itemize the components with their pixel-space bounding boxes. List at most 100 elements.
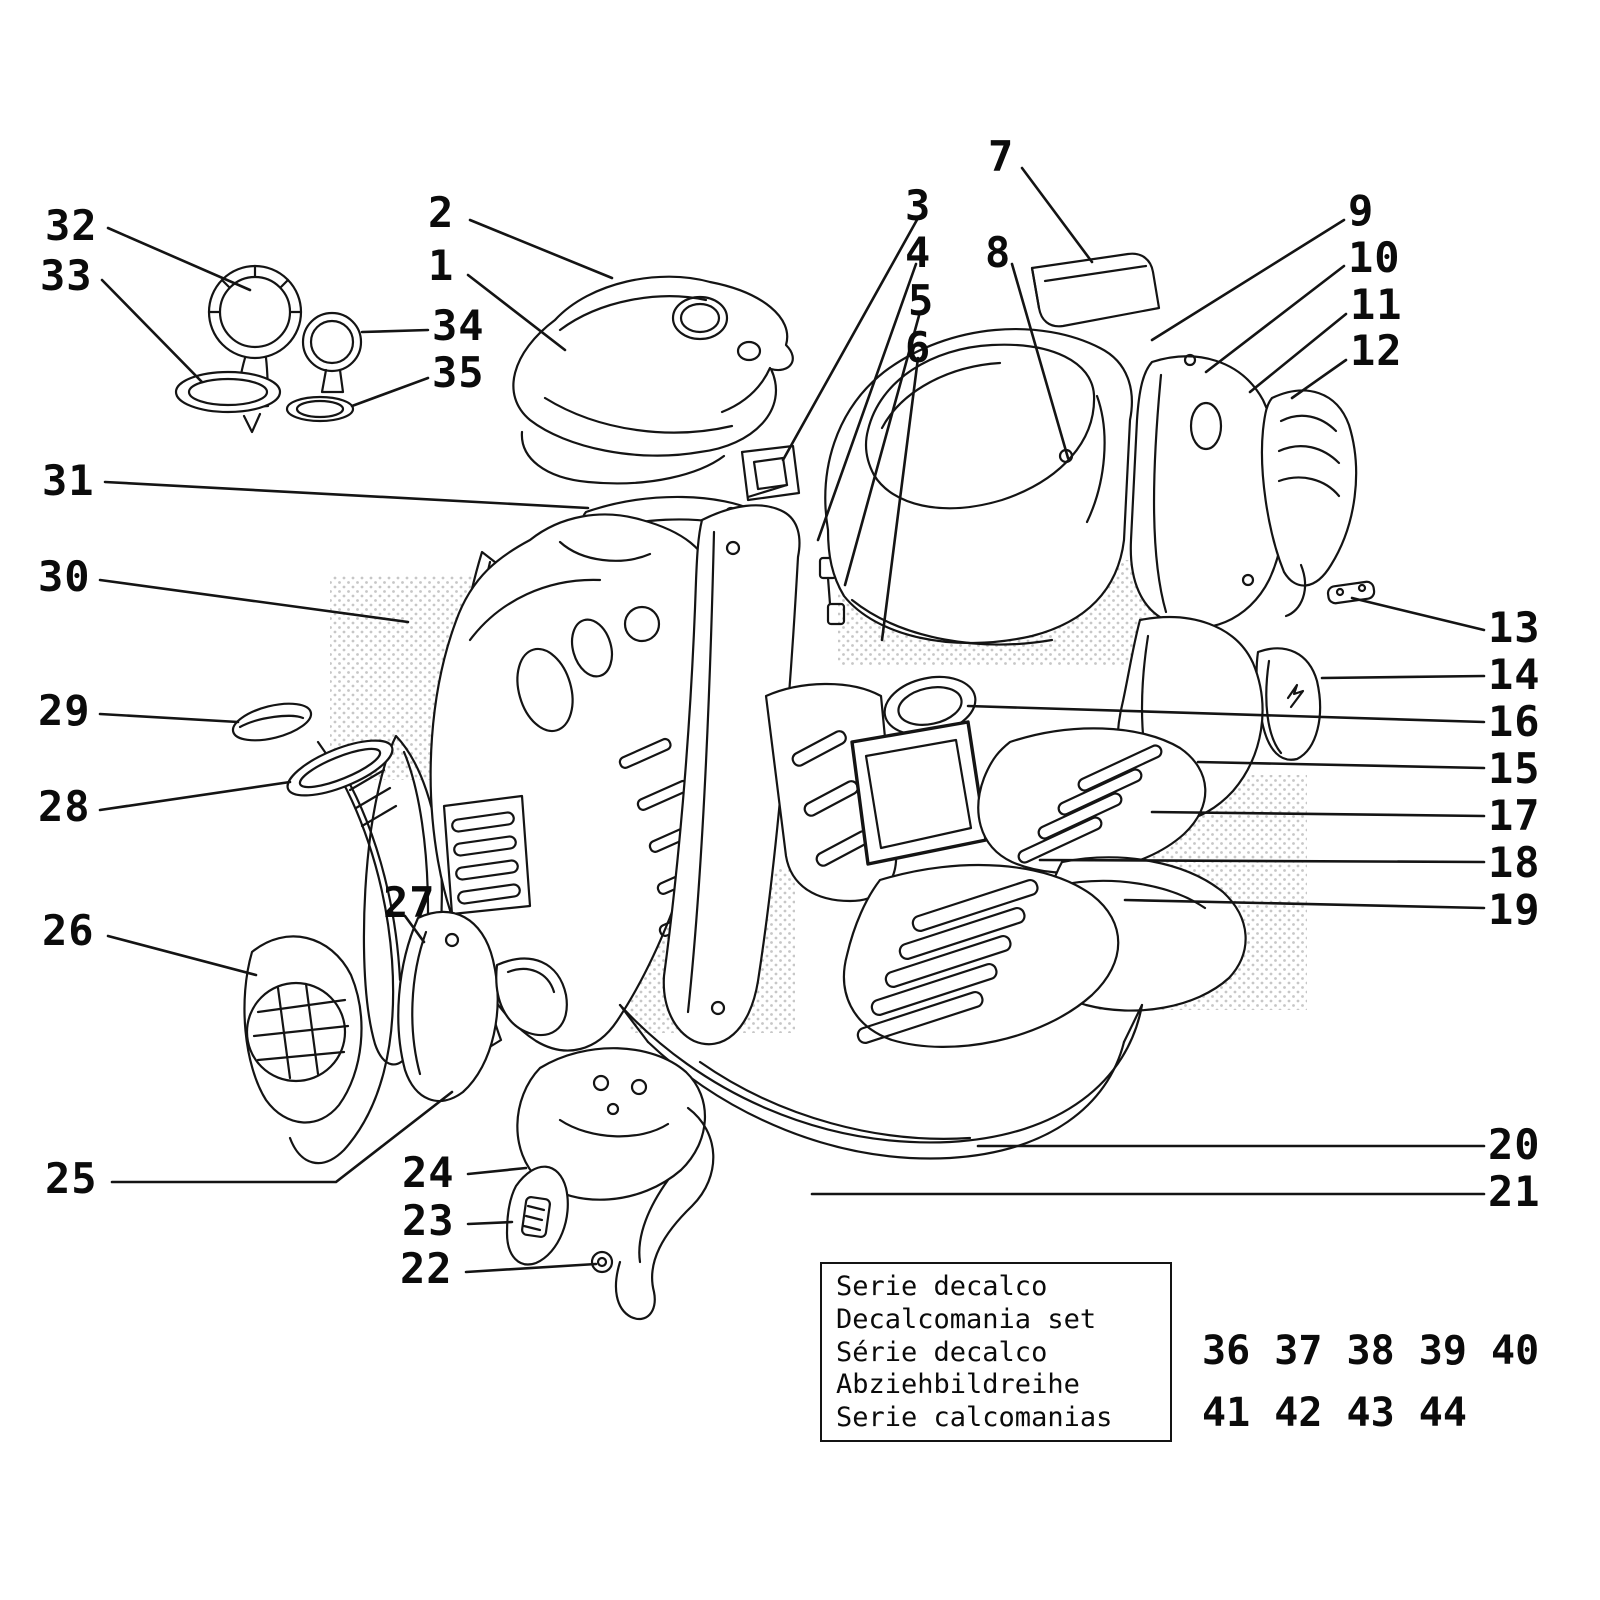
inner-cover-oval	[883, 675, 977, 737]
fender-bracket	[495, 957, 568, 1036]
callout-1: 1	[428, 241, 455, 290]
lower-front-shield	[243, 935, 363, 1124]
callout-26: 26	[42, 906, 95, 955]
callout-11: 11	[1350, 280, 1403, 329]
legend-numbers-row-2: 41 42 43 44	[1202, 1390, 1467, 1436]
leader-line-16	[966, 704, 1486, 724]
legend-line-english: Decalcomania set	[836, 1303, 1097, 1335]
callout-34: 34	[432, 301, 485, 350]
leader-line-30	[98, 578, 410, 624]
leader-line-24	[466, 1166, 528, 1176]
callout-21: 21	[1488, 1167, 1541, 1216]
legend-part-numbers: 36 37 38 39 40 41 42 43 44	[1202, 1328, 1539, 1452]
leader-line-25	[110, 1090, 454, 1184]
callout-33: 33	[40, 251, 93, 300]
callout-22: 22	[400, 1244, 453, 1293]
bolt	[590, 1250, 614, 1274]
callout-32: 32	[45, 201, 98, 250]
callout-5: 5	[908, 276, 935, 325]
side-vent-cover	[1260, 389, 1358, 618]
leader-line-2	[468, 218, 614, 280]
leader-line-11	[1248, 312, 1348, 394]
gauge-small	[301, 311, 363, 414]
callout-28: 28	[38, 782, 91, 831]
leader-line-22	[464, 1262, 598, 1274]
leader-line-13	[1350, 596, 1486, 632]
handlebar-cover	[512, 275, 794, 485]
leader-line-27	[403, 914, 426, 944]
leader-line-33	[100, 278, 204, 384]
callout-17: 17	[1488, 791, 1541, 840]
callout-13: 13	[1488, 603, 1541, 652]
callout-18: 18	[1488, 838, 1541, 887]
legend-numbers-row-1: 36 37 38 39 40	[1202, 1328, 1540, 1374]
ribbed-floor-right	[977, 727, 1207, 875]
callout-14: 14	[1488, 650, 1541, 699]
inner-box	[850, 720, 988, 866]
rear-side-panel	[1129, 353, 1287, 629]
front-mudguard	[397, 910, 499, 1102]
callout-24: 24	[402, 1148, 455, 1197]
callout-35: 35	[432, 348, 485, 397]
callout-7: 7	[988, 132, 1015, 181]
callout-3: 3	[905, 181, 932, 230]
callout-4: 4	[905, 228, 932, 277]
leader-line-35	[350, 376, 430, 408]
callout-19: 19	[1488, 885, 1541, 934]
leader-line-12	[1290, 358, 1348, 400]
legend-line-italian: Serie decalco	[836, 1271, 1048, 1302]
leader-line-17	[1150, 810, 1486, 818]
seat-body	[824, 328, 1133, 646]
callout-12: 12	[1350, 326, 1403, 375]
leader-line-10	[1204, 264, 1346, 374]
legend-line-spanish: Serie calcomanias	[836, 1402, 1113, 1433]
fender-plate	[516, 1047, 706, 1201]
rear-top-cover	[1030, 252, 1161, 328]
front-shield-panel	[429, 513, 726, 1052]
callout-2: 2	[428, 188, 455, 237]
callout-23: 23	[402, 1196, 455, 1245]
leader-line-1	[466, 273, 567, 352]
callout-20: 20	[1488, 1120, 1541, 1169]
gauge-bezel-small	[285, 395, 355, 423]
leader-line-29	[98, 712, 240, 724]
legend-line-french: Série decalco	[836, 1336, 1048, 1368]
callout-6: 6	[905, 323, 932, 372]
leader-line-9	[1150, 218, 1346, 342]
leader-line-18	[1038, 858, 1486, 864]
leader-line-6	[880, 356, 920, 642]
callout-16: 16	[1488, 697, 1541, 746]
legend-line-german: Abziehbildreihe	[836, 1369, 1080, 1401]
leader-line-5	[843, 310, 922, 587]
leader-line-26	[106, 934, 258, 977]
leader-line-8	[1010, 262, 1070, 460]
leader-line-32	[106, 226, 252, 292]
callout-31: 31	[42, 456, 95, 505]
leader-line-28	[98, 780, 292, 812]
callout-25: 25	[45, 1154, 98, 1203]
leader-line-19	[1123, 898, 1486, 910]
small-bracket-bar	[1326, 580, 1376, 605]
leader-line-23	[466, 1220, 514, 1226]
callout-15: 15	[1488, 744, 1541, 793]
fender-tail	[614, 1106, 715, 1320]
leader-line-7	[1020, 166, 1094, 264]
callout-27: 27	[383, 878, 436, 927]
leader-line-4	[816, 262, 918, 542]
leader-line-34	[360, 328, 430, 334]
legend-box: Serie decalco Decalcomania set Série dec…	[820, 1262, 1172, 1442]
leader-line-3	[781, 216, 920, 462]
leader-line-31	[103, 480, 590, 510]
ribbed-footboard	[842, 863, 1120, 1048]
trim-oval-large	[286, 739, 394, 797]
callout-10: 10	[1348, 233, 1401, 282]
callout-8: 8	[985, 228, 1012, 277]
callout-9: 9	[1348, 186, 1375, 235]
callout-30: 30	[38, 552, 91, 601]
callout-29: 29	[38, 686, 91, 735]
trim-oval-small	[231, 702, 313, 742]
inner-shield-panel	[662, 504, 801, 1046]
